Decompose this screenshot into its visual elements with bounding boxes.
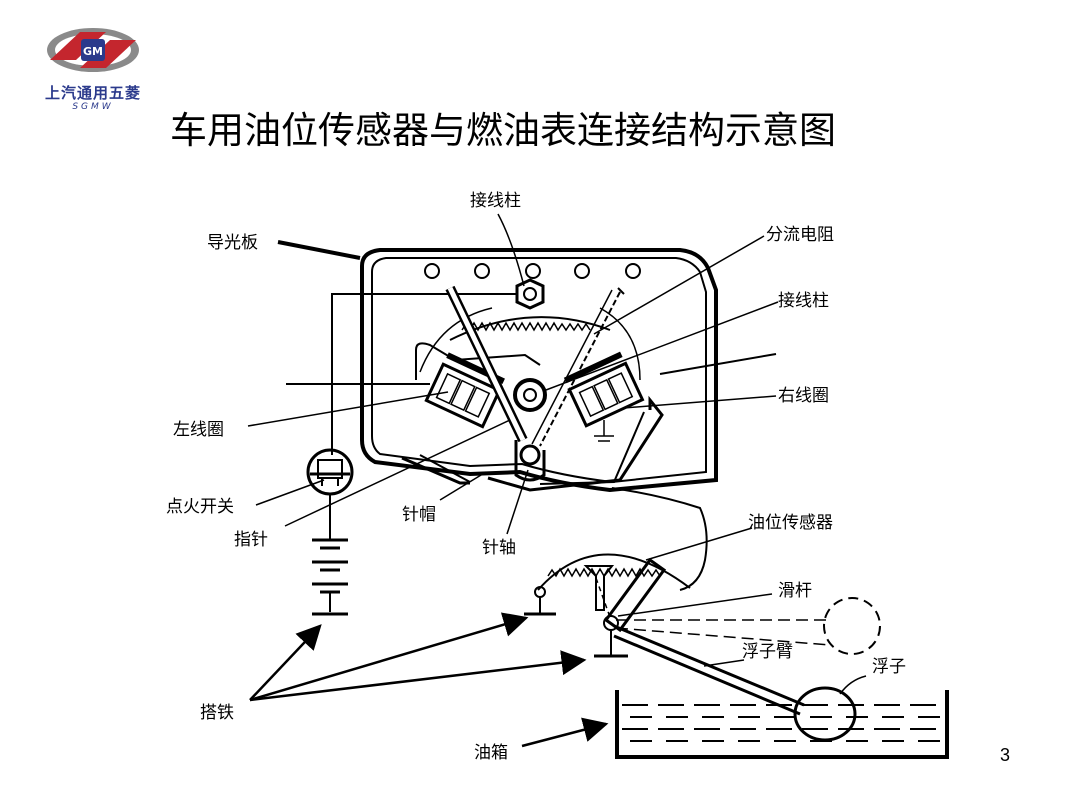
label-needle-shaft: 针轴 [482, 538, 516, 558]
sgmw-logo: GM 上汽通用五菱 SGMW [28, 20, 158, 120]
label-float: 浮子 [872, 657, 906, 677]
battery [312, 538, 348, 594]
shunt-resistor [539, 291, 621, 447]
float [793, 686, 857, 742]
label-fuel-sensor: 油位传感器 [748, 513, 833, 533]
page-number: 3 [1000, 745, 1011, 765]
leader-lines [247, 213, 867, 695]
label-float-arm: 浮子臂 [742, 642, 793, 662]
label-slide-rod: 滑杆 [778, 581, 812, 601]
housing-hole [625, 263, 641, 279]
light-guide-leader [277, 240, 361, 260]
ground-arrows [249, 612, 609, 748]
label-ground: 搭铁 [200, 703, 234, 723]
housing-hole [574, 263, 590, 279]
needle-shaft [514, 440, 546, 482]
label-ignition-switch: 点火开关 [166, 497, 234, 517]
label-left-coil: 左线圈 [173, 420, 224, 440]
gauge-housing-inner [371, 257, 707, 484]
ignition-switch [306, 448, 354, 496]
diagram-labels: 接线柱 导光板 分流电阻 接线柱 右线圈 左线圈 点火开关 指针 针帽 针轴 油… [166, 191, 906, 763]
label-right-coil: 右线圈 [778, 386, 829, 406]
gauge-housing [360, 248, 718, 493]
housing-hole [424, 263, 440, 279]
float-upper-position [823, 597, 881, 655]
housing-hole [474, 263, 490, 279]
gm-badge-text: GM [83, 45, 103, 58]
label-fuel-tank: 油箱 [474, 743, 508, 763]
label-terminal-right: 接线柱 [778, 291, 829, 311]
label-terminal-top: 接线柱 [470, 191, 521, 211]
label-needle-cap: 针帽 [402, 505, 436, 525]
needle-hub [513, 378, 547, 412]
sensor-resistor-arc [537, 553, 691, 591]
sensor-wire [611, 487, 708, 591]
right-coil [563, 351, 645, 428]
sensor-contact [583, 565, 615, 611]
top-terminal-post [515, 278, 545, 310]
fuel-tank [615, 690, 949, 759]
label-pointer: 指针 [234, 530, 268, 550]
brand-name-en: SGMW [72, 102, 114, 112]
slide-title: 车用油位传感器与燃油表连接结构示意图 [170, 109, 836, 152]
brand-name-cn: 上汽通用五菱 [44, 84, 141, 102]
gauge-assembly [247, 213, 949, 759]
label-light-guide: 导光板 [207, 233, 258, 253]
housing-hole [525, 263, 541, 279]
scale-teeth [461, 321, 591, 332]
label-shunt-resistor: 分流电阻 [766, 225, 834, 245]
sgmw-emblem-icon: GM [47, 28, 139, 72]
